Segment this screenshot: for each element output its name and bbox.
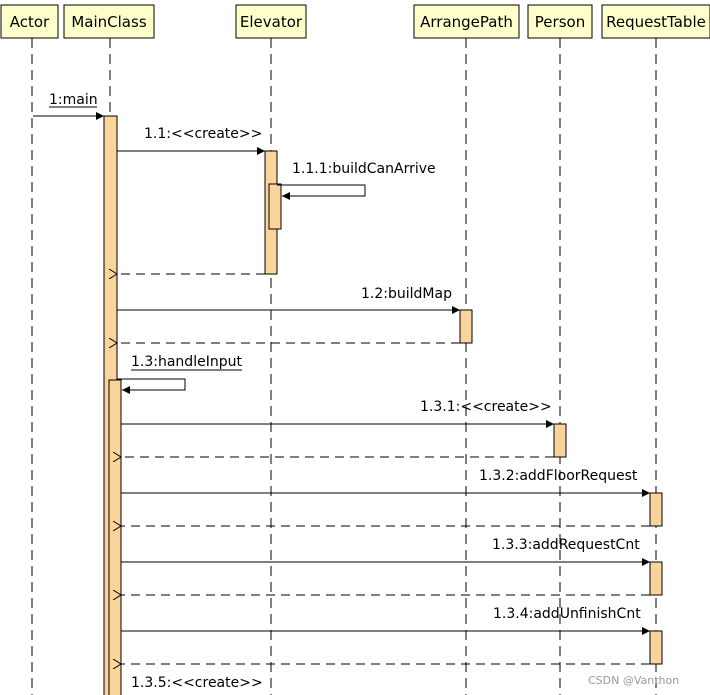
message-label-main: 1:main (49, 92, 98, 108)
activation-arrangepath (459, 309, 473, 344)
participant-mainclass[interactable]: MainClass (63, 4, 155, 39)
watermark: CSDN @Vanthon (588, 674, 679, 687)
activation-mainclass-handleinput (108, 379, 122, 695)
message-label-addunfinishcnt: 1.3.4:addUnfinishCnt (493, 606, 641, 622)
message-label-buildcanarrive: 1.1.1:buildCanArrive (292, 161, 436, 177)
message-labels: 1:main 1.1:<<create>> 1.1.1:buildCanArri… (49, 92, 641, 691)
participant-label: RequestTable (606, 13, 706, 31)
participant-person[interactable]: Person (527, 4, 593, 39)
activation-requesttable-3 (649, 630, 663, 665)
activation-requesttable-1 (649, 492, 663, 527)
message-label-create-person: 1.3.1:<<create>> (420, 399, 552, 415)
participant-label: Actor (10, 13, 50, 31)
participant-actor[interactable]: Actor (0, 4, 59, 39)
message-label-create-elevator: 1.1:<<create>> (144, 126, 262, 142)
activation-requesttable-2 (649, 561, 663, 596)
messages (33, 112, 650, 635)
participant-requesttable[interactable]: RequestTable (601, 4, 710, 39)
lifelines (31, 38, 657, 695)
message-label-create-requesttable: 1.3.5:<<create>> (131, 675, 263, 691)
return-messages (117, 274, 650, 664)
message-label-handleinput: 1.3:handleInput (131, 354, 242, 370)
message-label-addfloorrequest: 1.3.2:addFloorRequest (479, 468, 638, 484)
message-arrow-handleinput (117, 378, 186, 394)
participant-label: ArrangePath (420, 13, 513, 31)
participant-label: Person (535, 13, 585, 31)
message-label-addrequestcnt: 1.3.3:addRequestCnt (492, 537, 640, 553)
participant-arrangepath[interactable]: ArrangePath (413, 4, 520, 39)
activations (103, 115, 663, 695)
participant-elevator[interactable]: Elevator (235, 4, 307, 39)
message-label-buildmap: 1.2:buildMap (361, 286, 452, 302)
participant-label: MainClass (71, 13, 146, 31)
message-arrow-buildcanarrive (277, 184, 366, 200)
activation-elevator-buildcanarrive (268, 183, 282, 230)
participant-label: Elevator (240, 13, 303, 31)
activation-person (553, 423, 567, 458)
